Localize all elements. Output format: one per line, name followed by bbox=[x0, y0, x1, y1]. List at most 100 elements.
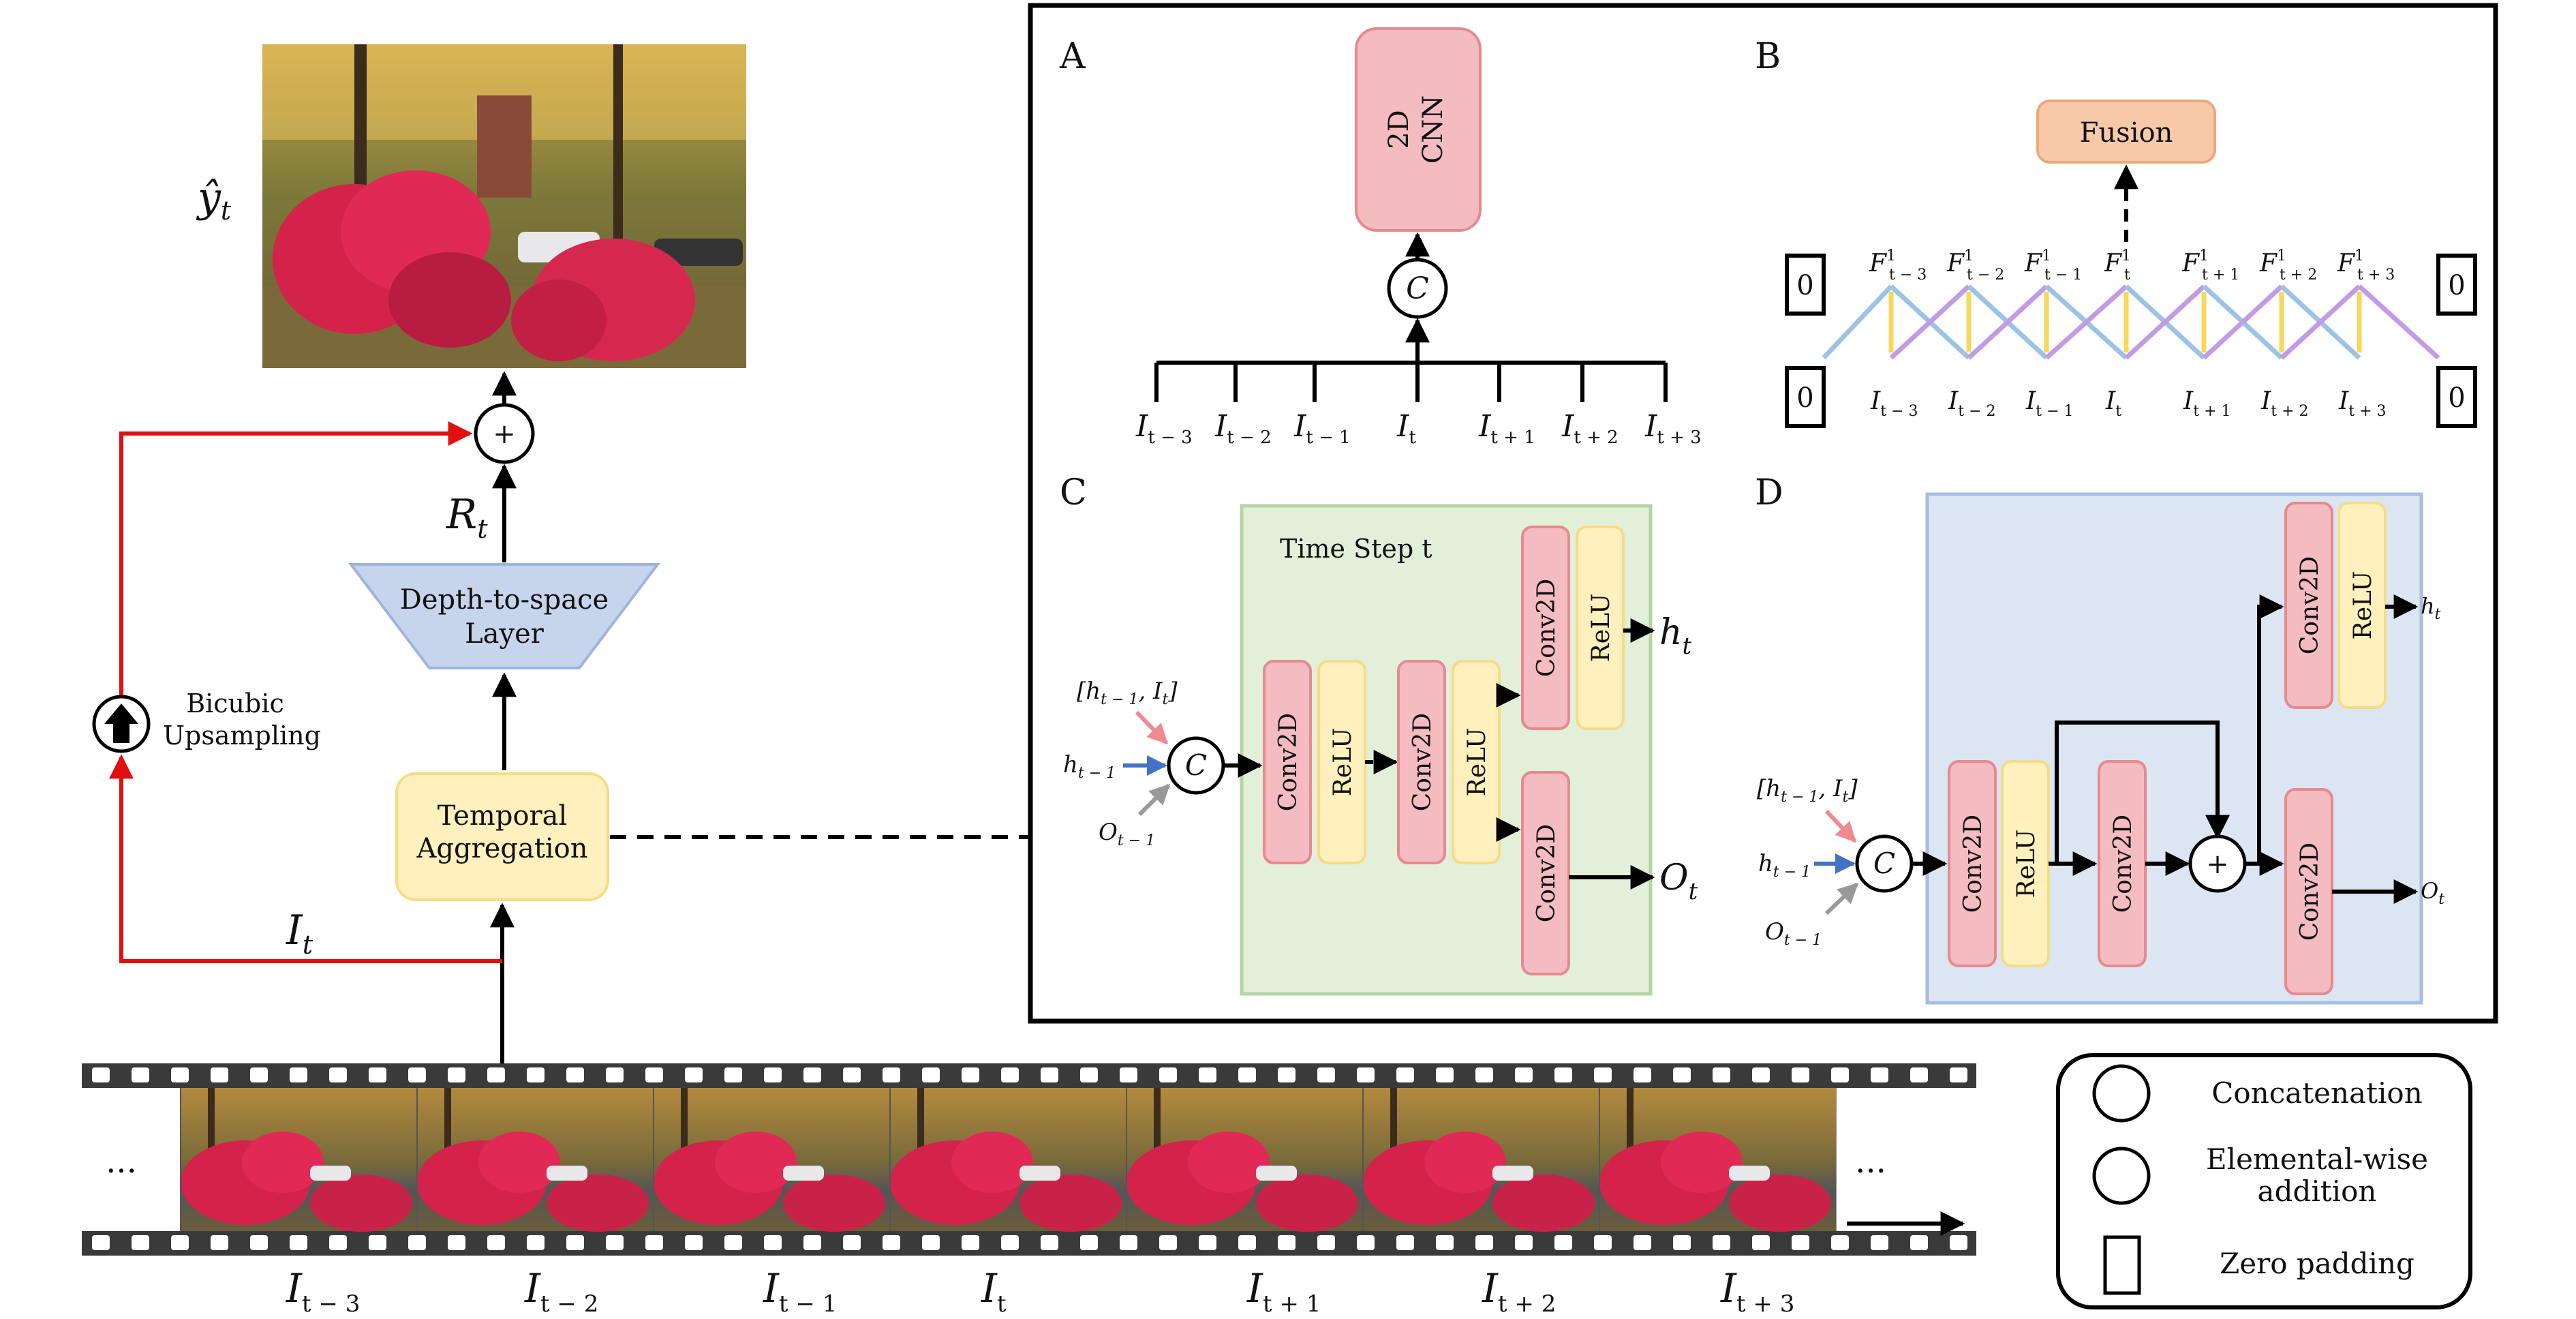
bicubic-label-1: Bicubic bbox=[186, 688, 284, 718]
legend-concat-icon bbox=[2092, 1064, 2151, 1123]
panel-c-conv-2 bbox=[1397, 660, 1446, 864]
addition-node-label: + bbox=[493, 419, 516, 450]
film-perforation bbox=[1080, 1067, 1098, 1082]
film-perforation bbox=[329, 1235, 347, 1250]
legend-concatenation: Concatenation bbox=[2211, 1076, 2423, 1110]
film-perforation bbox=[1950, 1067, 1967, 1082]
panel-d-h-prev: ht − 1 bbox=[1758, 850, 1811, 881]
film-perforation bbox=[1396, 1235, 1414, 1250]
film-perforation bbox=[645, 1067, 663, 1082]
panel-a-input-label: It − 1 bbox=[1293, 409, 1351, 448]
film-perforation bbox=[250, 1235, 268, 1250]
film-perforation bbox=[764, 1067, 782, 1082]
depth-to-space-label-2: Layer bbox=[465, 618, 545, 650]
panel-b-input-label: It + 2 bbox=[2260, 387, 2309, 420]
panel-a-input-label: It − 3 bbox=[1135, 409, 1193, 448]
depth-to-space-label-1: Depth-to-space bbox=[400, 584, 609, 616]
panel-b-input-label: It − 3 bbox=[1870, 387, 1918, 420]
film-perforation bbox=[1357, 1235, 1375, 1250]
panel-c-conv-2-label: Conv2D bbox=[1409, 713, 1437, 812]
panel-a-input-label: It + 2 bbox=[1561, 409, 1619, 448]
panel-a-input-label: It bbox=[1396, 409, 1416, 448]
panel-b-zero-bottom-left-label: 0 bbox=[1796, 382, 1813, 414]
legend-zero-padding-icon bbox=[2103, 1235, 2141, 1295]
film-perforation bbox=[487, 1235, 505, 1250]
panel-a-input-label: It − 2 bbox=[1214, 409, 1272, 448]
film-perforation bbox=[1554, 1235, 1572, 1250]
film-perforation bbox=[843, 1235, 861, 1250]
film-perforation bbox=[1792, 1235, 1809, 1250]
panel-c-relu-h-label: ReLU bbox=[1587, 594, 1615, 663]
temporal-aggregation-block bbox=[395, 772, 609, 901]
panel-a-letter: A bbox=[1059, 36, 1086, 77]
film-frame-label: It + 2 bbox=[1482, 1265, 1556, 1318]
legend-addition-1: Elemental-wise bbox=[2206, 1142, 2428, 1176]
film-perforation bbox=[1159, 1067, 1177, 1082]
film-perforation bbox=[1634, 1067, 1651, 1082]
panel-c-conv-h-label: Conv2D bbox=[1533, 579, 1561, 678]
panel-b-backward-link bbox=[1889, 284, 1971, 360]
film-perforation bbox=[1594, 1235, 1612, 1250]
film-perforation bbox=[92, 1067, 110, 1082]
film-perforation bbox=[1120, 1235, 1137, 1250]
panel-c-relu-1-label: ReLU bbox=[1329, 728, 1357, 797]
panel-c-relu-2 bbox=[1452, 660, 1501, 864]
film-frame bbox=[416, 1088, 654, 1232]
film-perforation bbox=[1041, 1067, 1058, 1082]
panel-d-letter: D bbox=[1755, 472, 1783, 513]
film-perforation bbox=[1673, 1067, 1691, 1082]
panel-a-concat-node bbox=[1387, 258, 1448, 319]
panel-d-arrow-plus-to-conv-h bbox=[2245, 594, 2284, 866]
film-perforation bbox=[171, 1235, 189, 1250]
panel-c-input-hi: [ht − 1, It] bbox=[1077, 678, 1178, 708]
film-perforation bbox=[566, 1235, 584, 1250]
panel-b-zero-top-right-label: 0 bbox=[2448, 270, 2465, 301]
addition-node bbox=[474, 403, 535, 464]
panel-d-relu-h-label: ReLU bbox=[2349, 571, 2377, 640]
panel-b-backward-link bbox=[2280, 284, 2361, 360]
film-perforation bbox=[1199, 1067, 1216, 1082]
film-perforation bbox=[1199, 1235, 1216, 1250]
film-perforation bbox=[290, 1235, 307, 1250]
film-perforation bbox=[685, 1235, 703, 1250]
panel-c-o-out: Ot bbox=[1659, 858, 1698, 905]
output-image bbox=[262, 44, 746, 368]
film-perforation bbox=[1120, 1067, 1137, 1082]
film-perforation bbox=[645, 1235, 663, 1250]
film-perforation bbox=[1515, 1067, 1533, 1082]
film-perforation bbox=[1713, 1235, 1730, 1250]
film-perforation bbox=[1001, 1067, 1019, 1082]
panel-d-gray-arrow bbox=[1824, 882, 1859, 915]
film-perforation bbox=[1831, 1067, 1849, 1082]
film-perforation bbox=[1396, 1067, 1414, 1082]
panel-d-conv-1-label: Conv2D bbox=[1959, 815, 1987, 913]
film-perforation bbox=[1871, 1235, 1888, 1250]
film-perforation bbox=[1436, 1235, 1454, 1250]
film-perforation bbox=[1515, 1235, 1533, 1250]
film-perforation bbox=[487, 1067, 505, 1082]
film-perforation bbox=[132, 1235, 149, 1250]
panel-b-input-label: It bbox=[2105, 387, 2121, 420]
panel-c-pink-arrow bbox=[1135, 710, 1169, 745]
film-frame-label: It − 1 bbox=[763, 1265, 837, 1318]
film-perforation bbox=[1673, 1235, 1691, 1250]
skip-path-upper bbox=[119, 421, 473, 695]
panel-b-zero-top-left bbox=[1785, 254, 1826, 316]
film-perforation bbox=[1950, 1235, 1967, 1250]
film-frame bbox=[1126, 1088, 1363, 1232]
panel-c-h-out: ht bbox=[1659, 612, 1692, 660]
film-perforation bbox=[369, 1067, 386, 1082]
panel-c-conv-1 bbox=[1263, 660, 1312, 864]
temporal-aggregation-label-1: Temporal bbox=[438, 800, 568, 832]
temporal-aggregation-label-2: Aggregation bbox=[416, 833, 587, 864]
film-perforation bbox=[606, 1067, 624, 1082]
film-ellipsis-left: ... bbox=[106, 1142, 137, 1181]
film-perforation bbox=[1475, 1067, 1493, 1082]
film-ellipsis-right: ... bbox=[1855, 1142, 1886, 1181]
film-perforation bbox=[1238, 1235, 1256, 1250]
film-perforation bbox=[1910, 1067, 1928, 1082]
film-perforation bbox=[527, 1235, 545, 1250]
film-frame-label: It − 2 bbox=[524, 1265, 598, 1318]
film-perforation bbox=[1159, 1235, 1177, 1250]
film-perforation bbox=[1792, 1067, 1809, 1082]
